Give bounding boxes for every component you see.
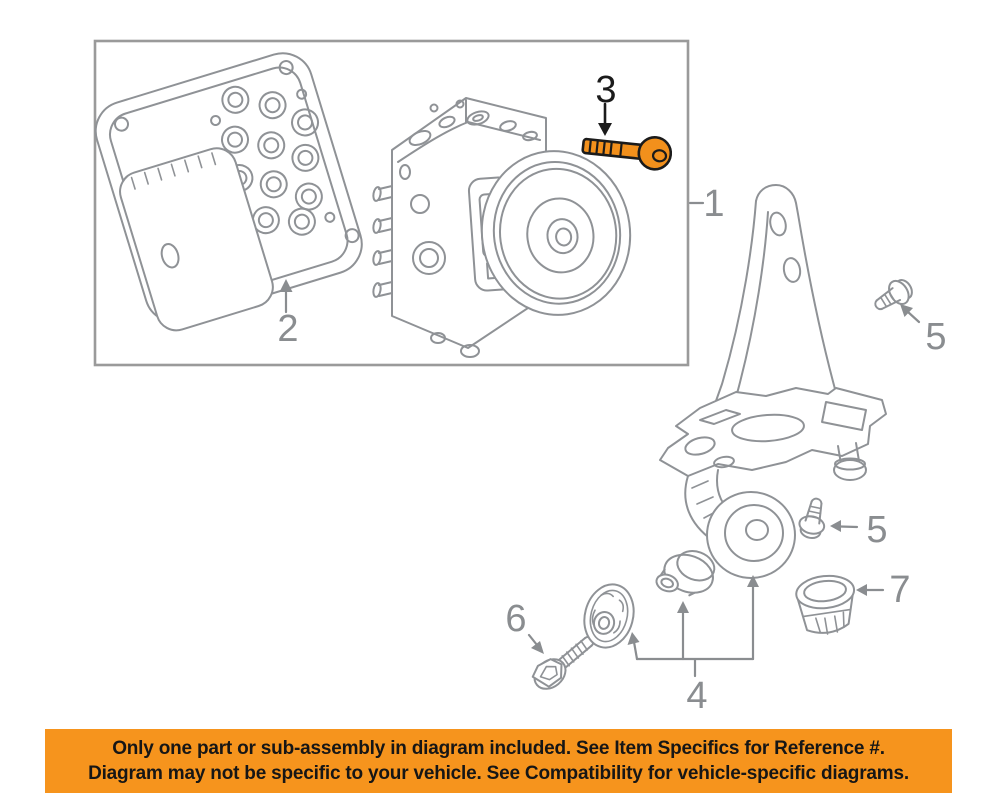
grommet-drawing [795, 574, 856, 635]
callout-5-upper: 5 [925, 316, 947, 358]
callout-2: 2 [277, 308, 299, 350]
disclaimer-banner: Only one part or sub-assembly in diagram… [45, 729, 952, 793]
bracket-drawing [659, 184, 887, 579]
callout-7: 7 [889, 569, 911, 611]
disclaimer-line-1: Only one part or sub-assembly in diagram… [112, 738, 885, 759]
abs-control-module-drawing [94, 52, 363, 332]
lower-screw-drawing [795, 495, 831, 542]
callout-1: 1 [703, 183, 725, 225]
sleeve-bushing-drawing [655, 550, 716, 597]
callout-4: 4 [686, 675, 708, 717]
abs-modulator-drawing [372, 97, 632, 358]
callout-leaders [279, 102, 921, 678]
callout-5-lower: 5 [866, 509, 888, 551]
mounting-bolt-drawing [581, 135, 673, 171]
callout-6: 6 [505, 598, 527, 640]
ribbed-bushing-drawing [583, 583, 635, 649]
callout-3-highlighted: 3 [595, 69, 617, 111]
disclaimer-line-2: Diagram may not be specific to your vehi… [88, 763, 909, 784]
